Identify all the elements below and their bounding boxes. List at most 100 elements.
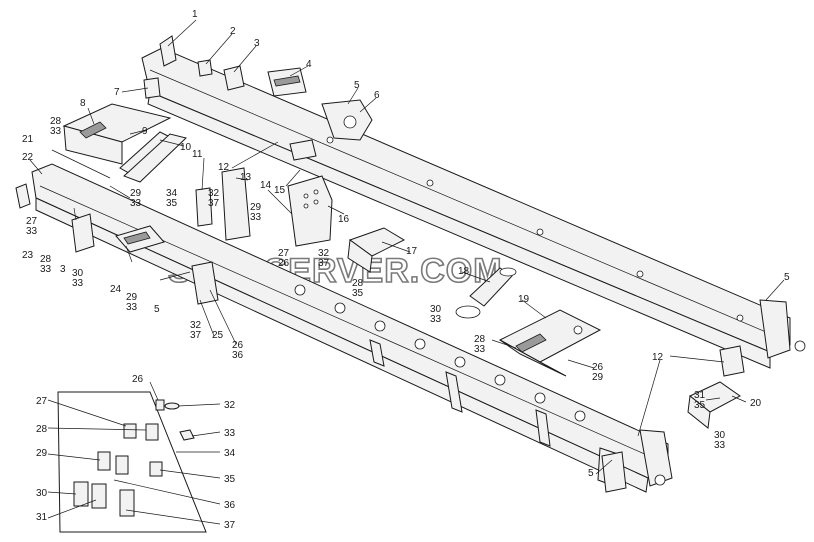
- callout: 30: [430, 304, 442, 315]
- callout: 5: [784, 272, 790, 283]
- callout: 5: [354, 80, 360, 91]
- bolt-35: [115, 455, 163, 477]
- callout: 33: [26, 226, 38, 237]
- callout: 31: [694, 390, 706, 401]
- nut-33: [179, 429, 195, 441]
- callout: 33: [474, 344, 486, 355]
- bolt-28: [145, 423, 159, 441]
- callout: 37: [224, 520, 236, 531]
- callout: 34: [224, 448, 236, 459]
- bolt-29: [97, 451, 111, 471]
- callout: 29: [592, 372, 604, 383]
- callout: 33: [50, 126, 62, 137]
- callout: 12: [218, 162, 230, 173]
- callout: 29: [36, 448, 48, 459]
- bracket-23: [71, 213, 95, 253]
- callout: 7: [114, 87, 120, 98]
- bolt-37: [119, 489, 135, 517]
- right-side-member: [141, 35, 806, 369]
- callout: 9: [142, 126, 148, 137]
- callout: 23: [22, 250, 34, 261]
- callout: 26: [232, 340, 244, 351]
- callout: 33: [224, 428, 236, 439]
- callout: 35: [166, 198, 178, 209]
- callout: 29: [250, 202, 262, 213]
- callout: 26: [132, 374, 144, 385]
- callout: 30: [714, 430, 726, 441]
- bracket-6: [321, 99, 373, 141]
- leader-lines: [29, 19, 785, 525]
- callout: 28: [50, 116, 62, 127]
- callout: 29: [130, 188, 142, 199]
- gusset-11: [195, 187, 213, 227]
- callout: 14: [260, 180, 272, 191]
- bracket-14-16: [287, 175, 333, 247]
- callout: 18: [458, 266, 470, 277]
- callout: 16: [338, 214, 350, 225]
- callout: 34: [166, 188, 178, 199]
- callout: 24: [110, 284, 122, 295]
- bracket-7: [143, 77, 161, 99]
- callout: 31: [36, 512, 48, 523]
- bracket-2: [197, 59, 213, 77]
- callout: 32: [208, 188, 220, 199]
- callout: 37: [190, 330, 202, 341]
- gusset-13: [221, 167, 251, 241]
- callout: 37: [208, 198, 220, 209]
- callout: 28: [474, 334, 486, 345]
- bolt-31: [91, 483, 107, 509]
- callout: 33: [430, 314, 442, 325]
- washer-32: [164, 402, 180, 410]
- callout: 21: [22, 134, 34, 145]
- callout: 27: [36, 396, 48, 407]
- cross-member-19: [498, 309, 602, 377]
- front-cross-member: [62, 103, 172, 165]
- callout: 30: [36, 488, 48, 499]
- callout: 27: [278, 248, 290, 259]
- callout: 26: [278, 258, 290, 269]
- callout: 28: [352, 278, 364, 289]
- callout-labels: 1 2 3 4 5 6 7 8 28 33 9 10 21 22 27 33 2…: [22, 9, 790, 531]
- callout: 32: [190, 320, 202, 331]
- callout: 5: [588, 468, 594, 479]
- callout: 37: [318, 258, 330, 269]
- callout: 28: [36, 424, 48, 435]
- callout: 17: [406, 246, 418, 257]
- callout: 30: [72, 268, 84, 279]
- bolt-27: [123, 423, 137, 439]
- callout: 19: [518, 294, 530, 305]
- callout: 33: [126, 302, 138, 313]
- bracket-24: [115, 225, 165, 253]
- callout: 27: [26, 216, 38, 227]
- callout: 22: [22, 152, 34, 163]
- callout: 8: [80, 98, 86, 109]
- cross-member-10: [119, 131, 188, 183]
- callout: 33: [250, 212, 262, 223]
- bolt-30: [73, 481, 89, 507]
- callout: 12: [652, 352, 664, 363]
- callout: 4: [306, 59, 312, 70]
- callout: 3: [60, 264, 66, 275]
- callout: 2: [230, 26, 236, 37]
- callout: 33: [40, 264, 52, 275]
- callout: 29: [126, 292, 138, 303]
- callout: 36: [232, 350, 244, 361]
- callout: 32: [224, 400, 236, 411]
- callout: 13: [240, 172, 252, 183]
- callout: 33: [72, 278, 84, 289]
- callout: 36: [224, 500, 236, 511]
- callout: 32: [318, 248, 330, 259]
- callout: 25: [212, 330, 224, 341]
- callout: 33: [130, 198, 142, 209]
- bracket-12-right: [719, 345, 745, 377]
- callout: 26: [592, 362, 604, 373]
- bracket-20: [687, 381, 741, 429]
- plate-4: [267, 67, 307, 97]
- callout: 6: [374, 90, 380, 101]
- callout: 35: [224, 474, 236, 485]
- callout: 3: [254, 38, 260, 49]
- callout: 5: [154, 304, 160, 315]
- callout: 11: [192, 149, 203, 160]
- pad-22: [15, 183, 31, 209]
